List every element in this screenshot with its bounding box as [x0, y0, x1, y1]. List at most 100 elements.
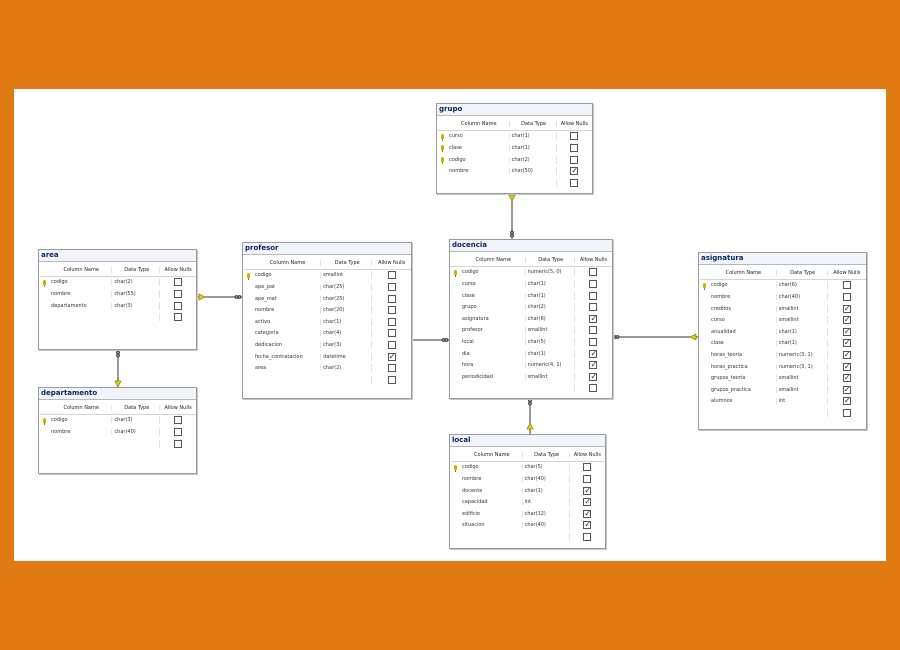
data-type[interactable]: char(1) — [775, 340, 827, 347]
row-selector[interactable] — [700, 282, 709, 290]
column-name[interactable]: curso — [449, 133, 463, 140]
column-row[interactable]: clase char(1) — [438, 142, 592, 154]
column-name[interactable]: codigo — [449, 156, 466, 163]
allow-nulls-checkbox[interactable]: ✓ — [842, 361, 851, 371]
column-name[interactable]: clase — [711, 340, 724, 347]
data-type[interactable]: char(20) — [320, 307, 371, 314]
column-name[interactable]: nombre — [51, 290, 71, 297]
row-selector[interactable] — [40, 417, 49, 425]
column-name[interactable]: codigo — [462, 269, 479, 276]
allow-nulls-checkbox[interactable] — [570, 132, 579, 141]
column-name[interactable]: codigo — [51, 417, 68, 424]
column-name[interactable]: periodicidad — [462, 373, 493, 380]
row-selector[interactable] — [438, 145, 447, 153]
column-name[interactable]: dia — [462, 350, 470, 357]
data-type[interactable]: char(40) — [111, 428, 159, 435]
data-type[interactable]: char(1) — [320, 318, 371, 325]
data-type[interactable]: char(25) — [320, 295, 371, 302]
allow-nulls-checkbox[interactable]: ✓ — [842, 326, 851, 336]
data-type[interactable]: smallint — [775, 305, 827, 312]
allow-nulls-checkbox[interactable] — [387, 282, 396, 291]
row-selector[interactable] — [40, 279, 49, 287]
column-row[interactable]: dia char(1) ✓ — [451, 348, 612, 360]
column-name[interactable]: anualidad — [711, 328, 736, 335]
data-type[interactable]: char(12) — [521, 510, 569, 517]
data-type[interactable]: numeric(3, 1) — [775, 363, 827, 370]
column-row[interactable] — [40, 311, 196, 323]
column-row[interactable]: hora numeric(4, 1) ✓ — [451, 359, 612, 371]
column-row[interactable]: fecha_contratacion datetime ✓ — [244, 351, 411, 363]
allow-nulls-checkbox[interactable] — [589, 326, 598, 335]
column-row[interactable]: docente char(1) ✓ — [451, 485, 605, 497]
data-type[interactable]: int — [521, 499, 569, 506]
data-type[interactable]: char(1) — [521, 487, 569, 494]
column-name[interactable]: codigo — [51, 279, 68, 286]
allow-nulls-checkbox[interactable] — [589, 337, 598, 346]
data-type[interactable]: datetime — [320, 353, 371, 360]
allow-nulls-checkbox[interactable] — [570, 143, 579, 152]
allow-nulls-checkbox[interactable] — [387, 306, 396, 315]
column-row[interactable] — [40, 438, 196, 450]
column-name[interactable]: curso — [462, 280, 476, 287]
column-name[interactable]: clase — [449, 144, 462, 151]
allow-nulls-checkbox[interactable] — [570, 155, 579, 164]
row-selector[interactable] — [451, 269, 460, 277]
column-row[interactable] — [700, 407, 866, 419]
data-type[interactable]: char(2) — [320, 365, 371, 372]
column-name[interactable]: grupos_practica — [711, 386, 751, 393]
allow-nulls-checkbox[interactable]: ✓ — [570, 166, 579, 176]
data-type[interactable]: numeric(5, 0) — [524, 269, 574, 276]
data-type[interactable]: numeric(3, 1) — [775, 351, 827, 358]
allow-nulls-checkbox[interactable]: ✓ — [589, 348, 598, 358]
allow-nulls-checkbox[interactable] — [583, 532, 592, 541]
data-type[interactable]: char(40) — [521, 522, 569, 529]
column-name[interactable]: horas_teoria — [711, 351, 743, 358]
column-name[interactable]: hora — [462, 362, 474, 369]
allow-nulls-checkbox[interactable]: ✓ — [583, 485, 592, 495]
allow-nulls-checkbox[interactable] — [174, 427, 183, 436]
allow-nulls-checkbox[interactable] — [589, 291, 598, 300]
row-selector[interactable] — [438, 133, 447, 141]
allow-nulls-checkbox[interactable]: ✓ — [589, 360, 598, 370]
data-type[interactable]: char(1) — [775, 328, 827, 335]
column-row[interactable]: anualidad char(1) ✓ — [700, 326, 866, 338]
allow-nulls-checkbox[interactable]: ✓ — [387, 351, 396, 361]
allow-nulls-checkbox[interactable]: ✓ — [583, 508, 592, 518]
data-type[interactable]: char(2) — [111, 279, 159, 286]
column-name[interactable]: docente — [462, 487, 483, 494]
data-type[interactable]: smallint — [524, 373, 574, 380]
column-name[interactable]: creditos — [711, 305, 731, 312]
data-type[interactable]: char(1) — [524, 280, 574, 287]
data-type[interactable]: char(1) — [508, 144, 556, 151]
data-type[interactable]: char(5) — [524, 338, 574, 345]
data-type[interactable]: numeric(4, 1) — [524, 362, 574, 369]
data-type[interactable]: char(5) — [521, 464, 569, 471]
allow-nulls-checkbox[interactable] — [842, 408, 851, 417]
allow-nulls-checkbox[interactable] — [174, 439, 183, 448]
column-name[interactable]: codigo — [711, 282, 728, 289]
data-type[interactable]: char(40) — [521, 475, 569, 482]
column-name[interactable]: fecha_contratacion — [255, 353, 303, 360]
data-type[interactable]: char(3) — [111, 302, 159, 309]
column-name[interactable]: situacion — [462, 522, 485, 529]
column-name[interactable]: grupos_teoria — [711, 375, 746, 382]
allow-nulls-checkbox[interactable] — [174, 289, 183, 298]
data-type[interactable]: char(1) — [524, 350, 574, 357]
allow-nulls-checkbox[interactable] — [589, 303, 598, 312]
column-name[interactable]: profesor — [462, 327, 483, 334]
row-selector[interactable] — [244, 272, 253, 280]
data-type[interactable]: smallint — [775, 375, 827, 382]
column-row[interactable]: curso char(1) — [451, 278, 612, 290]
